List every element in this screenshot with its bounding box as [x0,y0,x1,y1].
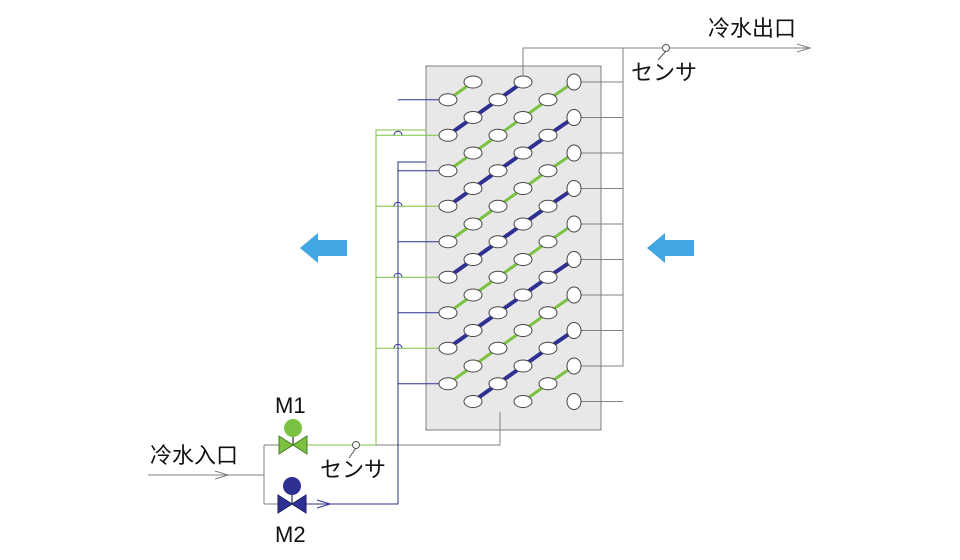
tube-6 [463,111,483,124]
tube-43 [513,324,533,337]
tube-22 [488,199,508,213]
tube-25 [513,217,533,231]
tube-11 [538,128,558,142]
valve-m2-label: M2 [275,522,306,547]
tube-54 [463,395,483,408]
tube-38 [566,286,582,304]
tube-16 [488,164,508,178]
sensor-bottom-label: センサ [320,458,386,483]
tube-1 [513,75,533,89]
tube-32 [566,251,582,268]
coil-tubes [438,73,582,410]
tube-29 [538,235,558,249]
tube-53 [538,377,558,391]
tube-35 [538,270,558,284]
tube-40 [488,306,508,320]
tube-51 [438,377,458,391]
tube-33 [438,270,458,284]
tube-18 [463,182,483,195]
sensor-bottom-icon [352,441,360,449]
tube-24 [463,217,483,231]
tube-42 [463,324,483,337]
crossover-3 [393,130,403,136]
tube-46 [488,341,508,355]
tube-48 [463,359,483,373]
tube-20 [566,180,582,197]
tube-17 [538,164,558,178]
tube-41 [538,306,558,320]
tube-44 [566,322,582,339]
tube-34 [488,270,508,284]
outlet-pipe [522,48,810,367]
tube-3 [438,93,458,107]
airflow-in-arrow-icon [647,233,694,263]
tube-23 [538,199,558,213]
tube-7 [513,111,533,124]
tube-52 [488,377,508,391]
tube-14 [566,144,582,162]
valve-m1-label: M1 [275,393,306,418]
tube-30 [463,253,483,266]
tube-15 [438,164,458,178]
tube-45 [438,341,458,355]
tube-26 [566,215,582,233]
tube-2 [566,73,582,91]
outlet-label: 冷水出口 [708,17,796,42]
tube-0 [463,75,483,89]
airflow-out-arrow-icon [300,233,347,263]
tube-9 [438,128,458,142]
tube-10 [488,128,508,142]
tube-28 [488,235,508,249]
tube-37 [513,288,533,302]
tube-13 [513,146,533,160]
tube-19 [513,182,533,195]
tube-4 [488,93,508,107]
tube-49 [513,359,533,373]
tube-39 [438,306,458,320]
tube-21 [438,199,458,213]
tube-36 [463,288,483,302]
tube-47 [538,341,558,355]
sensor-top-icon [662,44,670,52]
tube-5 [538,93,558,107]
tube-50 [566,357,582,375]
inlet-label: 冷水入口 [150,444,238,469]
tube-31 [513,253,533,266]
tube-56 [566,393,582,410]
tube-12 [463,146,483,160]
valve-m2-icon [277,477,307,514]
tube-55 [513,395,533,408]
tube-8 [566,109,582,126]
valve-m1-icon [278,419,308,455]
sensor-top-label: センサ [631,61,697,86]
tube-27 [438,235,458,249]
